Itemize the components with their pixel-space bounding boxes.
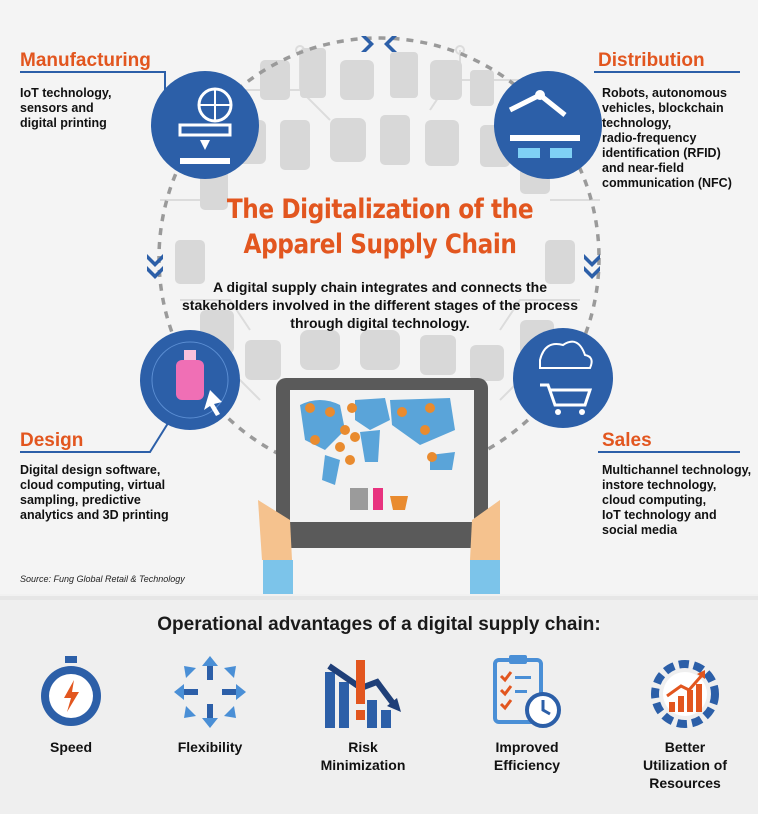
stage-title-sales: Sales (602, 430, 652, 451)
advantages-panel: Operational advantages of a digital supp… (0, 596, 758, 814)
background-illustration (20, 36, 740, 594)
design-circle-icon (140, 330, 240, 430)
distribution-circle-icon (494, 71, 602, 179)
manufacturing-circle-icon (151, 71, 259, 179)
sales-circle-icon (513, 328, 613, 428)
gear-chart-icon (651, 660, 719, 728)
stopwatch-icon (41, 656, 101, 726)
main-title: The Digitalization of the Apparel Supply… (226, 194, 534, 260)
stage-text-manufacturing: IoT technology, sensors and digital prin… (20, 86, 112, 130)
advantage-improved-efficiency: Improved Efficiency (462, 652, 592, 774)
tablet-map-illustration (258, 378, 500, 594)
clipboard-clock-icon (493, 655, 561, 728)
stage-text-design: Digital design software, cloud computing… (20, 463, 169, 522)
stage-text-distribution: Robots, autonomous vehicles, blockchain … (602, 86, 732, 190)
advantage-speed: Speed (6, 652, 136, 756)
source-note: Source: Fung Global Retail & Technology (20, 574, 185, 584)
stage-title-distribution: Distribution (598, 50, 705, 71)
subtitle: A digital supply chain integrates and co… (182, 279, 578, 331)
stage-title-manufacturing: Manufacturing (20, 50, 151, 71)
stage-title-design: Design (20, 430, 84, 451)
advantages-heading: Operational advantages of a digital supp… (157, 614, 601, 635)
risk-chart-icon (325, 660, 401, 728)
stage-text-sales: Multichannel technology, instore technol… (602, 463, 752, 537)
advantage-risk-minimization: Risk Minimization (298, 652, 428, 774)
arrows-out-icon (174, 656, 246, 728)
advantage-flexibility: Flexibility (145, 652, 275, 756)
infographic-top: Manufacturing IoT technology, sensors an… (20, 36, 752, 594)
advantage-better-utilization: Better Utilization of Resources (620, 652, 750, 792)
